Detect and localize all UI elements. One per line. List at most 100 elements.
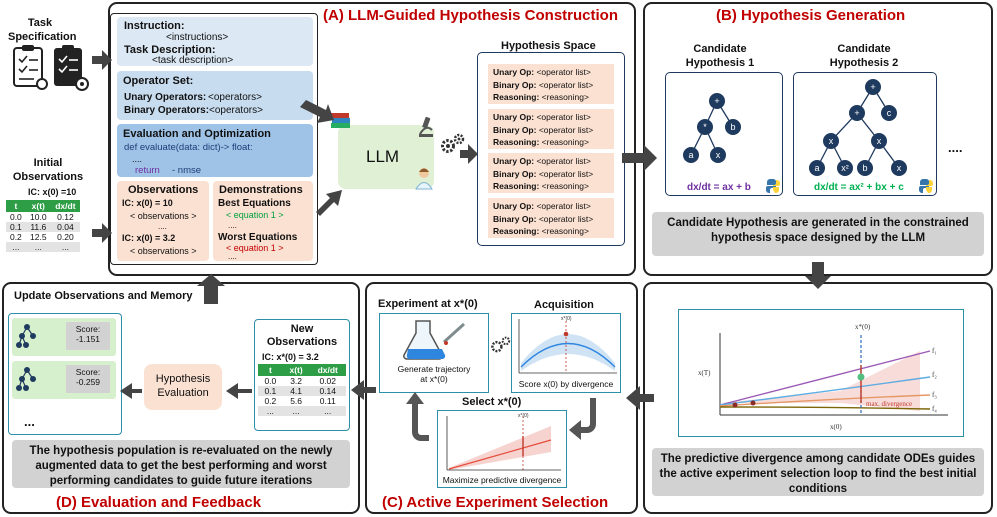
evaluation-title: Evaluation and Optimization bbox=[123, 128, 271, 140]
evaluation-return-value: - nmse bbox=[172, 165, 202, 176]
demonstrations-title: Demonstrations bbox=[219, 184, 303, 196]
candidate-2-frame bbox=[793, 72, 937, 196]
new-observations-frame bbox=[254, 319, 350, 431]
operator-set-title: Operator Set: bbox=[123, 75, 194, 87]
more-candidates-dots: .... bbox=[948, 140, 963, 155]
clipboard-icon bbox=[13, 45, 89, 91]
series-label: f₄ bbox=[932, 405, 937, 413]
python-icon bbox=[766, 178, 780, 193]
tree-node: x bbox=[897, 163, 902, 173]
acquisition-x-label: x*(0) bbox=[561, 316, 572, 322]
hypothesis-space-title: Hypothesis Space bbox=[501, 40, 596, 52]
candidate-1-title: Candidate Hypothesis 1 bbox=[685, 43, 755, 69]
score-label: Score: bbox=[75, 367, 101, 377]
divergence-caption: The predictive divergence among candidat… bbox=[652, 448, 984, 496]
panel-d-title: (D) Evaluation and Feedback bbox=[56, 494, 262, 511]
observations-dots: .... bbox=[158, 222, 167, 231]
tree-node: x bbox=[877, 136, 882, 146]
instruction-card bbox=[117, 17, 313, 66]
books-icon bbox=[331, 113, 350, 128]
select-frame bbox=[437, 410, 567, 488]
operator-set-card bbox=[117, 71, 313, 120]
scientist-icon bbox=[415, 168, 433, 190]
max-divergence-label: max. divergence bbox=[866, 400, 912, 408]
panel-c-title: (C) Active Experiment Selection bbox=[382, 494, 609, 511]
hypothesis-evaluation-label: Hypothesis Evaluation bbox=[155, 373, 211, 399]
worst-equations-title: Worst Equations bbox=[218, 232, 298, 243]
tree-node: x² bbox=[841, 163, 849, 173]
llm-box bbox=[338, 125, 434, 189]
tree-node: x bbox=[829, 136, 834, 146]
hypothesis-space-item: Unary Op: <operator list> Binary Op: <op… bbox=[488, 153, 614, 193]
observations-title: Observations bbox=[128, 184, 199, 196]
best-equation-item: < equation 1 > bbox=[226, 210, 284, 220]
instruction-value: <instructions> bbox=[166, 32, 229, 43]
loop-arrows bbox=[406, 392, 596, 441]
hypothesis-space-frame bbox=[477, 52, 625, 246]
observations-ic-2: IC: x(0) = 3.2 bbox=[122, 233, 176, 243]
hypothesis-space-item: Unary Op: <operator list> Binary Op: <op… bbox=[488, 64, 614, 104]
worst-equations-dots: .... bbox=[228, 252, 237, 261]
tree-node: c bbox=[887, 108, 892, 118]
evaluation-code-def: def evaluate(data: dict)-> float: bbox=[124, 142, 253, 153]
memory-frame bbox=[8, 313, 122, 435]
candidate-2-tree: + + c x x a x² b x bbox=[809, 79, 907, 176]
tree-node: + bbox=[714, 96, 719, 106]
series-label: f₂ bbox=[932, 371, 937, 379]
unary-operators-value: <operators> bbox=[208, 92, 262, 103]
tree-node: * bbox=[703, 122, 707, 132]
acquisition-caption: Score x(0) by divergence bbox=[518, 379, 614, 389]
panel-a-title: (A) LLM-Guided Hypothesis Construction bbox=[323, 7, 618, 24]
tree-node: x bbox=[716, 150, 721, 160]
panel-b-title: (B) Hypothesis Generation bbox=[716, 7, 906, 24]
evaluation-card bbox=[117, 124, 313, 177]
hypothesis-space-item: Unary Op: <operator list> Binary Op: <op… bbox=[488, 109, 614, 149]
new-ic-label: IC: x*(0) = 3.2 bbox=[262, 352, 319, 362]
tree-node: b bbox=[862, 163, 867, 173]
experiment-caption: Generate trajectory at x*(0) bbox=[397, 364, 471, 384]
score-box: Score: -1.151 bbox=[66, 322, 110, 350]
acquisition-frame bbox=[511, 313, 621, 393]
feedback-caption: The hypothesis population is re-evaluate… bbox=[12, 440, 350, 488]
tree-node: + bbox=[870, 82, 875, 92]
candidate-1-tree: + * b a x bbox=[683, 93, 741, 163]
evaluation-return-keyword: return bbox=[135, 165, 160, 176]
gears-icon bbox=[491, 336, 511, 353]
tree-node: a bbox=[688, 150, 693, 160]
select-caption: Maximize predictive divergence bbox=[442, 475, 562, 485]
tree-node: a bbox=[814, 163, 819, 173]
tree-icon bbox=[16, 324, 36, 348]
observations-card bbox=[117, 181, 209, 261]
divergence-plot-frame bbox=[678, 309, 964, 437]
demonstrations-card bbox=[213, 181, 313, 261]
select-title: Select x*(0) bbox=[462, 396, 522, 408]
score-value: -0.259 bbox=[75, 377, 101, 387]
memory-dots: ... bbox=[24, 414, 35, 429]
tree-icon bbox=[16, 367, 36, 391]
x-axis-label: x(0) bbox=[830, 423, 842, 431]
select-x-label: x*(0) bbox=[518, 413, 529, 419]
experiment-frame bbox=[379, 313, 489, 393]
experiment-title: Experiment at x*(0) bbox=[378, 298, 478, 310]
task-spec-label: Task Specification bbox=[8, 17, 77, 43]
score-label: Score: bbox=[75, 324, 101, 334]
y-axis-label: x(T) bbox=[698, 369, 711, 377]
demonstrations-dots: .... bbox=[228, 221, 237, 230]
series-label: f₁ bbox=[932, 347, 937, 355]
llm-label: LLM bbox=[366, 147, 400, 166]
select-plot: x*(0) bbox=[446, 413, 561, 471]
observations-placeholder-2: < observations > bbox=[130, 246, 197, 256]
task-description-title: Task Description: bbox=[124, 44, 216, 56]
gears-icon bbox=[441, 133, 465, 153]
candidate-2-title: Candidate Hypothesis 2 bbox=[829, 43, 899, 69]
instruction-title: Instruction: bbox=[124, 20, 185, 32]
tree-node: + bbox=[854, 108, 859, 118]
hypothesis-space-item: Unary Op: <operator list> Binary Op: <op… bbox=[488, 198, 614, 238]
flask-icon bbox=[403, 320, 466, 360]
series-label: f₃ bbox=[932, 391, 937, 399]
update-title: Update Observations and Memory bbox=[14, 290, 193, 302]
acquisition-plot: x*(0) bbox=[518, 316, 617, 374]
acquisition-title: Acquisition bbox=[534, 299, 594, 311]
